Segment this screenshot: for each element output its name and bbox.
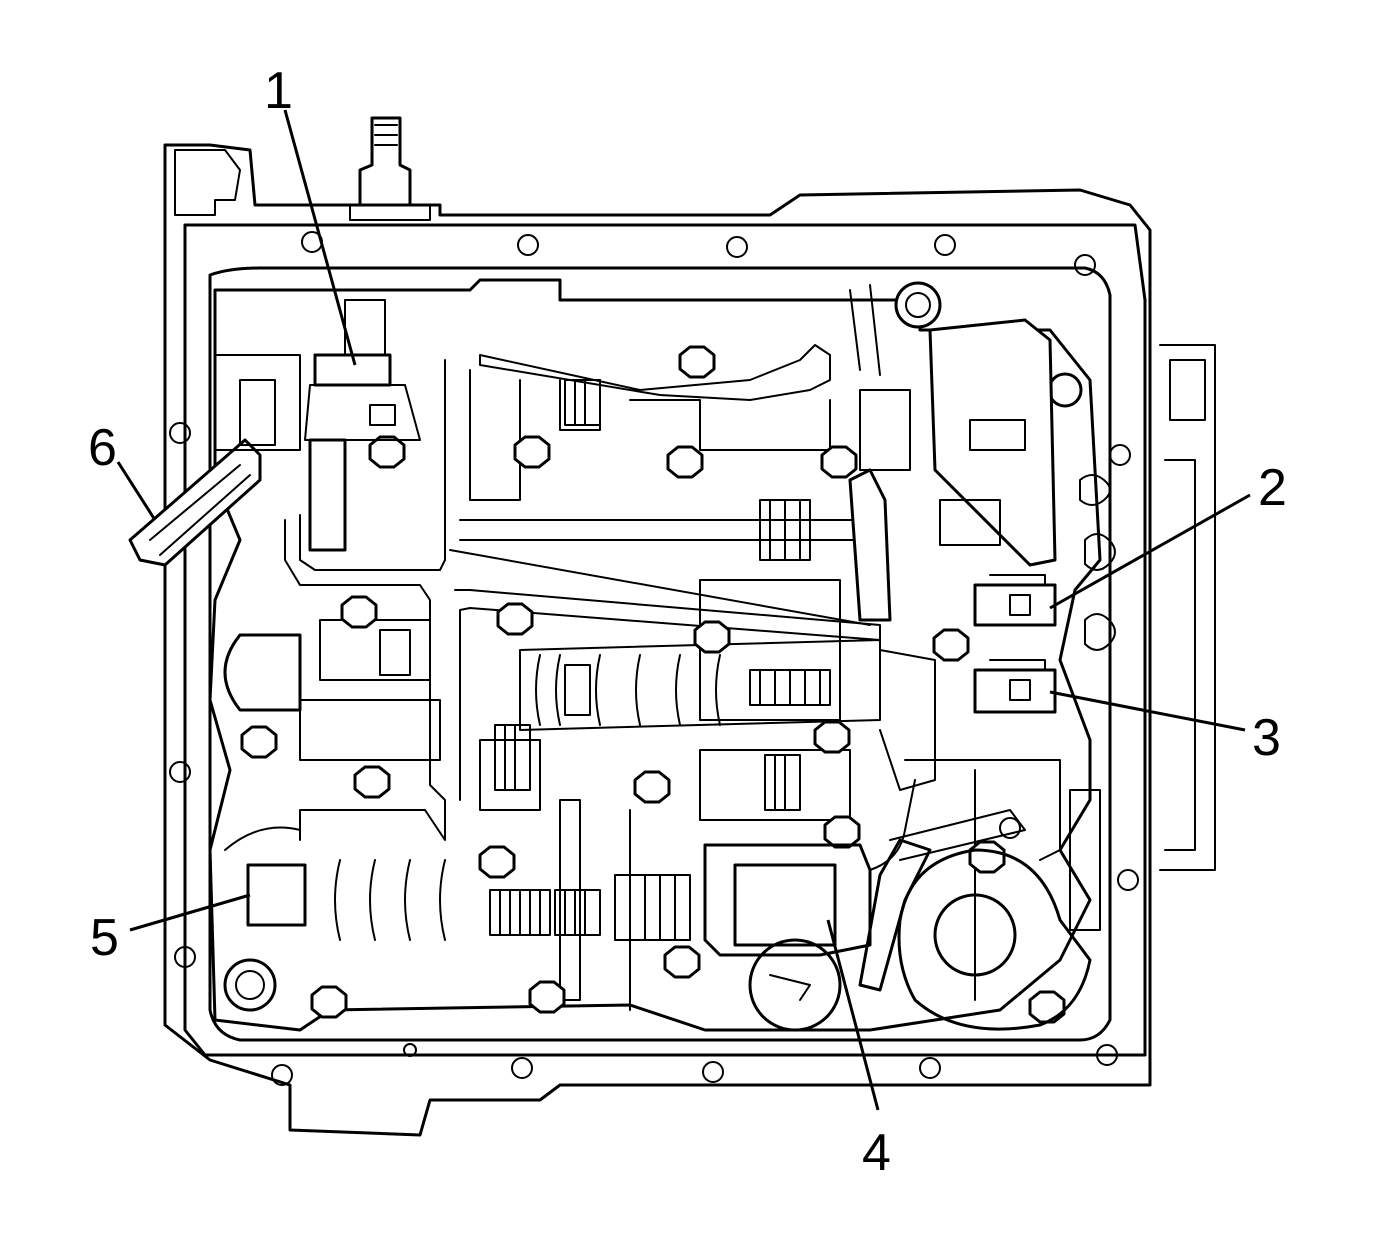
part-4-component	[703, 779, 932, 1032]
pan-flange	[183, 223, 1147, 1057]
left-cylinder	[223, 633, 302, 712]
detent-lever	[889, 809, 1092, 1031]
part-6-component	[128, 354, 301, 567]
part-2-component	[973, 574, 1057, 627]
shift-rod	[848, 468, 936, 791]
leader-4	[826, 919, 880, 1111]
valve-spools	[334, 379, 831, 941]
callout-4: 4	[862, 1124, 891, 1182]
callout-5: 5	[90, 909, 119, 967]
leader-5	[129, 893, 251, 932]
callout-3: 3	[1252, 709, 1281, 767]
callout-6: 6	[88, 419, 117, 477]
part-1-component	[304, 299, 421, 552]
right-upper-module	[849, 284, 1116, 651]
leader-1	[283, 109, 357, 366]
part-3-component	[973, 659, 1057, 714]
leader-lines	[116, 109, 1251, 1111]
leader-3	[1049, 690, 1246, 732]
leader-6	[116, 461, 157, 521]
callout-labels: 1 2 3 4 5 6	[88, 62, 1287, 1182]
part-5-component	[223, 826, 307, 1012]
transmission-case	[163, 143, 1216, 1137]
callout-1: 1	[264, 62, 293, 120]
leader-2	[1049, 493, 1251, 610]
flange-bolts	[169, 231, 1139, 1086]
filler-stud	[349, 116, 431, 221]
valve-body-bolts	[240, 281, 1083, 1024]
callout-2: 2	[1258, 459, 1287, 517]
